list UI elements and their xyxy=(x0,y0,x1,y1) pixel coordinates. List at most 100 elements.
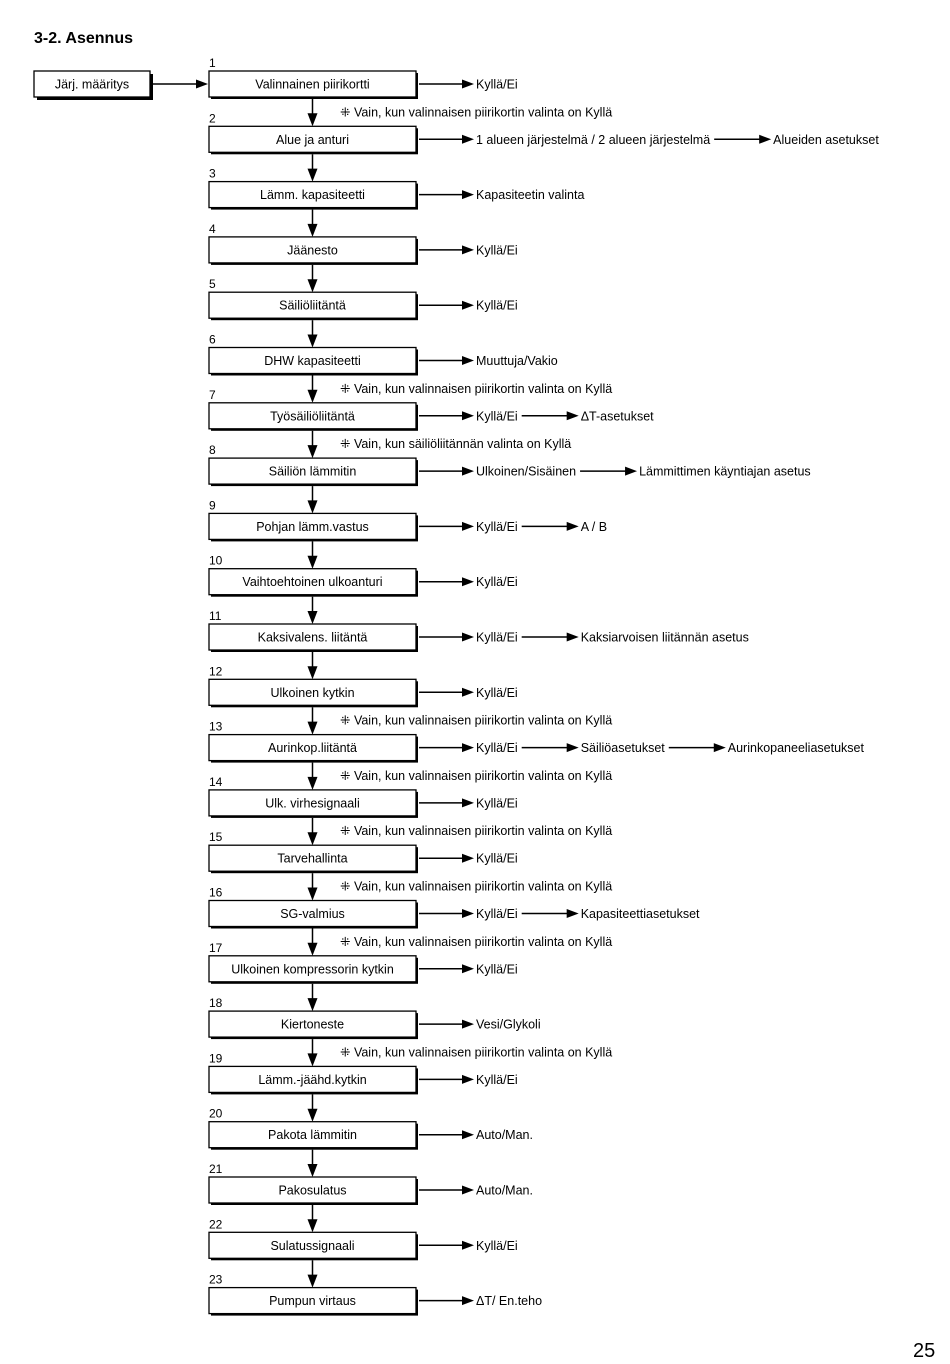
step-number: 18 xyxy=(209,996,223,1010)
step-down-arrow-head xyxy=(307,279,318,293)
step-note: ⁜ Vain, kun säiliöliitännän valinta on K… xyxy=(340,437,571,451)
option-text: Kyllä/Ei xyxy=(476,1239,518,1253)
step-label: Tarvehallinta xyxy=(277,852,347,866)
step-note: ⁜ Vain, kun valinnaisen piirikortin vali… xyxy=(340,714,612,728)
step-number: 10 xyxy=(209,554,223,568)
step-label: Ulkoinen kytkin xyxy=(270,686,354,700)
step-box xyxy=(208,291,417,319)
option-text: Kyllä/Ei xyxy=(476,852,518,866)
step-down-arrow-head xyxy=(307,555,318,569)
option-text: Aurinkopaneeliasetukset xyxy=(728,741,865,755)
step-box xyxy=(208,1065,417,1094)
option-text: Kyllä/Ei xyxy=(476,796,518,810)
step-number: 11 xyxy=(209,609,222,623)
step-box xyxy=(208,125,417,153)
option-text: Lämmittimen käyntiajan asetus xyxy=(639,465,811,479)
step-down-arrow-head xyxy=(307,776,318,790)
step-label: Säiliöliitäntä xyxy=(279,299,346,313)
step-label: Aurinkop.liitäntä xyxy=(268,741,357,755)
step-label: Pumpun virtaus xyxy=(269,1294,356,1308)
step-number: 7 xyxy=(209,388,216,402)
step-box xyxy=(208,1176,417,1204)
option-text: Vesi/Glykoli xyxy=(476,1018,541,1032)
option-arrow-head xyxy=(462,1074,474,1084)
step-note: ⁜ Vain, kun valinnaisen piirikortin vali… xyxy=(340,105,612,119)
step-down-arrow-head xyxy=(307,500,318,514)
step-number: 22 xyxy=(209,1217,223,1231)
step-note: ⁜ Vain, kun valinnaisen piirikortin vali… xyxy=(340,382,612,396)
step-down-arrow-head xyxy=(307,1219,318,1233)
option-text: 1 alueen järjestelmä / 2 alueen järjeste… xyxy=(476,133,710,147)
step-box xyxy=(208,236,417,264)
step-number: 13 xyxy=(209,720,223,734)
step-label: Jäänesto xyxy=(287,243,338,257)
page-number: 25 xyxy=(913,1340,936,1362)
step-down-arrow-head xyxy=(307,334,318,348)
step-number: 21 xyxy=(209,1162,223,1176)
option-arrow-head xyxy=(759,134,772,144)
start-arrow-head xyxy=(196,79,208,89)
step-number: 3 xyxy=(209,167,216,181)
option-arrow-head xyxy=(566,521,579,531)
step-down-arrow-head xyxy=(307,666,318,680)
step-box xyxy=(208,1010,417,1038)
step-number: 6 xyxy=(209,333,216,347)
option-text: Kyllä/Ei xyxy=(476,78,518,92)
step-down-arrow-head xyxy=(307,611,318,624)
option-text: Kaksiarvoisen liitännän asetus xyxy=(581,631,749,645)
step-box xyxy=(208,346,417,375)
step-label: Pakota lämmitin xyxy=(268,1128,357,1142)
option-arrow-head xyxy=(462,964,474,974)
option-text: ΔT-asetukset xyxy=(581,409,654,423)
option-text: ΔT/ En.teho xyxy=(476,1294,542,1308)
option-arrow-head xyxy=(462,466,474,476)
start-box xyxy=(33,70,151,98)
step-box xyxy=(208,512,417,541)
step-note: ⁜ Vain, kun valinnaisen piirikortin vali… xyxy=(340,769,612,783)
step-number: 16 xyxy=(209,886,223,900)
step-note: ⁜ Vain, kun valinnaisen piirikortin vali… xyxy=(340,935,612,949)
step-box xyxy=(208,180,417,209)
step-box xyxy=(208,623,417,651)
step-box xyxy=(208,844,417,872)
step-label: Lämm.-jäähd.kytkin xyxy=(258,1073,366,1087)
step-number: 1 xyxy=(209,56,216,70)
option-arrow-head xyxy=(462,687,474,697)
option-text: Kapasiteetin valinta xyxy=(476,188,584,202)
step-down-arrow-head xyxy=(307,168,318,182)
step-note: ⁜ Vain, kun valinnaisen piirikortin vali… xyxy=(340,1045,612,1059)
step-number: 23 xyxy=(209,1273,223,1287)
option-text: Muuttuja/Vakio xyxy=(476,354,558,368)
option-text: Säiliöasetukset xyxy=(581,741,666,755)
option-arrow-head xyxy=(462,411,474,421)
step-label: Valinnainen piirikortti xyxy=(255,78,369,92)
option-text: Kyllä/Ei xyxy=(476,907,518,921)
option-text: Kapasiteettiasetukset xyxy=(581,907,700,921)
step-number: 17 xyxy=(209,941,223,955)
step-down-arrow-head xyxy=(307,1164,318,1177)
option-arrow-head xyxy=(462,134,474,144)
step-down-arrow-head xyxy=(307,1108,318,1122)
option-text: Kyllä/Ei xyxy=(476,741,518,755)
option-arrow-head xyxy=(462,79,474,89)
option-text: Kyllä/Ei xyxy=(476,299,518,313)
step-box xyxy=(208,70,417,98)
option-text: Kyllä/Ei xyxy=(476,962,518,976)
step-label: Pohjan lämm.vastus xyxy=(256,520,369,534)
step-label: Vaihtoehtoinen ulkoanturi xyxy=(242,575,382,589)
step-down-arrow-head xyxy=(307,389,318,403)
step-down-arrow-head xyxy=(307,942,318,956)
step-label: Ulk. virhesignaali xyxy=(265,796,359,810)
step-number: 20 xyxy=(209,1107,223,1121)
step-number: 4 xyxy=(209,222,216,236)
step-label: DHW kapasiteetti xyxy=(264,354,361,368)
option-text: Kyllä/Ei xyxy=(476,243,518,257)
option-arrow-head xyxy=(462,577,474,587)
step-number: 2 xyxy=(209,111,216,125)
step-label: Pakosulatus xyxy=(278,1184,346,1198)
step-box xyxy=(208,678,417,706)
step-label: Alue ja anturi xyxy=(276,133,349,147)
option-arrow-head xyxy=(462,1240,474,1250)
option-text: Auto/Man. xyxy=(476,1128,533,1142)
